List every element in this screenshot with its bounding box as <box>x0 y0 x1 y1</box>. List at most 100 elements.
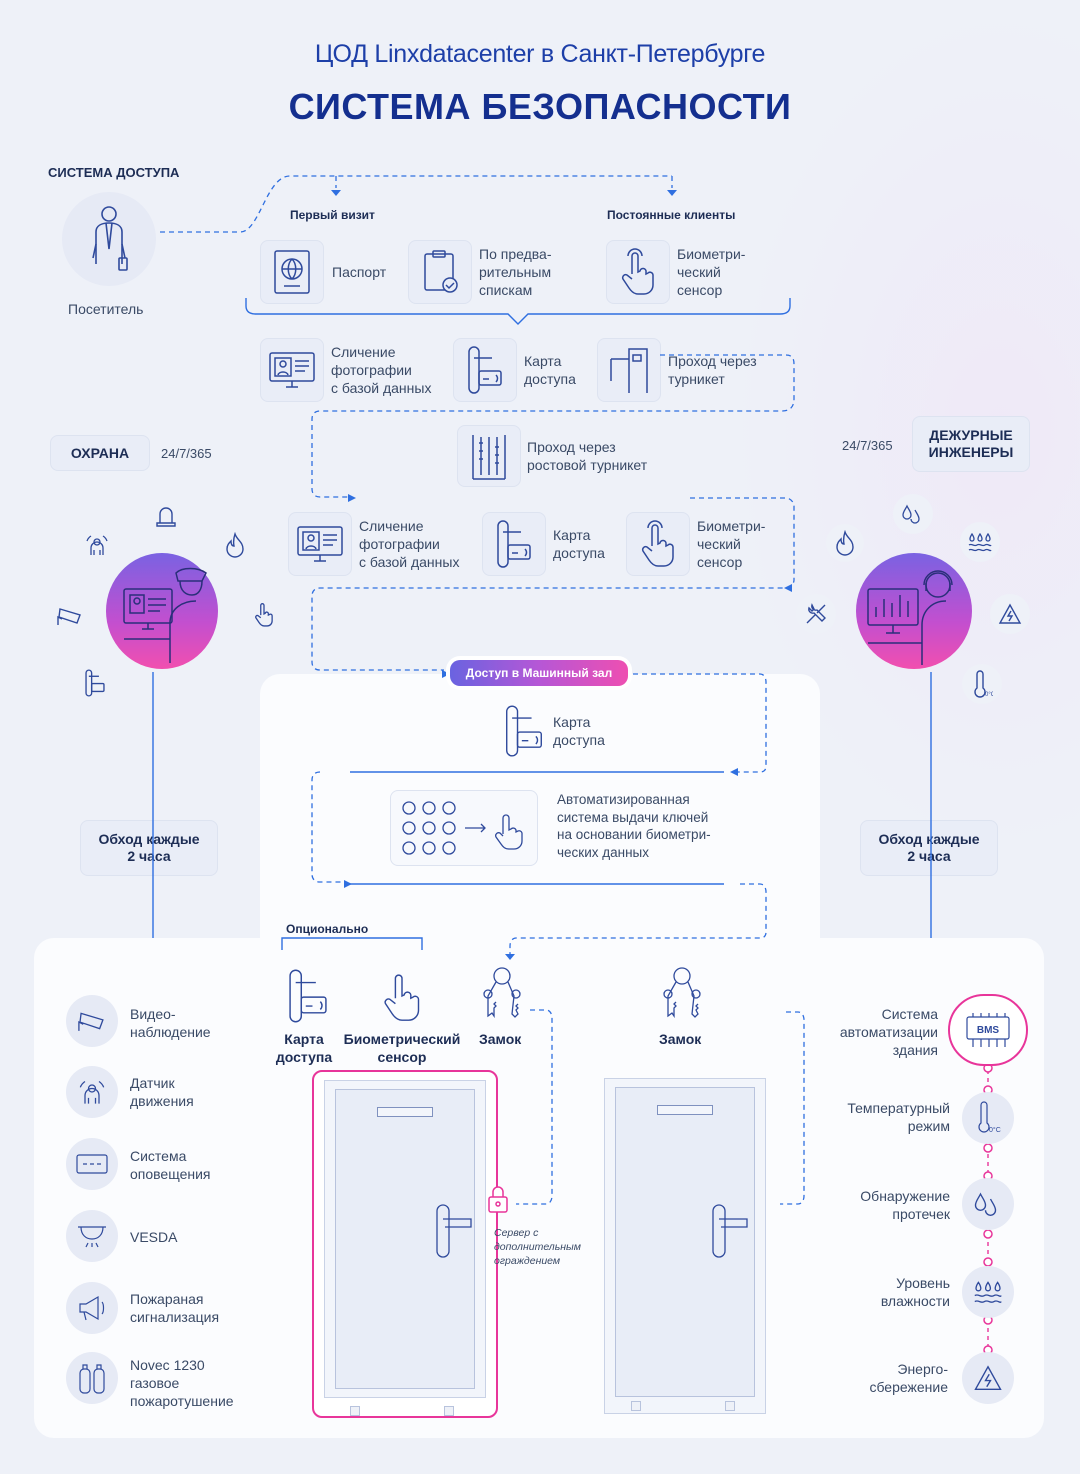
siren-icon <box>156 507 176 527</box>
key-system-box <box>390 790 538 866</box>
first-visit-label: Первый визит <box>290 208 375 222</box>
thermometer-icon: 0°C <box>978 1101 1001 1134</box>
security-card <box>76 664 114 702</box>
humidity-icon <box>968 532 992 552</box>
biometric-2-box <box>626 512 690 576</box>
passport-box <box>260 240 324 304</box>
visitor-label: Посетитель <box>68 301 144 317</box>
card-reader-icon <box>85 669 105 697</box>
engineer-tools <box>796 594 836 634</box>
finger-touch-icon <box>641 520 674 567</box>
engineer-temperature: 0°C <box>962 664 1002 704</box>
passport-label: Паспорт <box>332 264 387 280</box>
visitor-avatar <box>62 192 156 286</box>
gas-circle <box>66 1352 118 1404</box>
server-rack <box>604 1078 766 1414</box>
bms-icon: BMS <box>966 1013 1010 1047</box>
camera-icon <box>78 1012 104 1031</box>
motion-sensor-icon <box>79 1080 105 1104</box>
security-motion <box>78 526 116 564</box>
page-title: СИСТЕМА БЕЗОПАСНОСТИ <box>288 86 792 127</box>
machine-room-pill: Доступ в Машинный зал <box>450 660 628 686</box>
engineer-leak <box>893 494 933 534</box>
monitor-photo-icon <box>297 526 343 562</box>
door-handle-icon <box>436 1204 472 1258</box>
vesda-circle <box>66 1210 118 1262</box>
card-reader-icon <box>497 520 531 568</box>
tall-turnstile-icon <box>472 435 506 480</box>
tools-icon <box>806 603 826 624</box>
security-guard-avatar <box>106 553 218 669</box>
padlock-icon <box>488 1186 508 1213</box>
bottom-panel <box>34 938 1044 1438</box>
engineer-humidity <box>960 522 1000 562</box>
rack-vent <box>377 1107 433 1117</box>
security-tag: ОХРАНА <box>50 435 150 471</box>
security-fire <box>216 526 254 564</box>
leak-icon <box>902 504 920 524</box>
gas-cylinder-icon <box>79 1364 105 1394</box>
thermometer-icon: 0°C <box>974 670 993 698</box>
svg-text:0°C: 0°C <box>989 1126 1001 1134</box>
optional-label: Опционально <box>286 922 369 936</box>
motion-sensor-icon <box>86 535 108 555</box>
lock1-keys-icon <box>480 966 524 1027</box>
access-card-2-box <box>482 512 546 576</box>
engineer-fire <box>826 524 864 562</box>
engineer-avatar <box>856 553 972 669</box>
guard-monitor-icon <box>123 567 207 663</box>
regular-clients-label: Постоянные клиенты <box>607 208 736 222</box>
keypad-icon <box>402 801 523 855</box>
left-item-3-label: VESDA <box>130 1229 178 1245</box>
page-subtitle: ЦОД Linxdatacenter в Санкт-Петербурге <box>314 40 766 68</box>
camera-icon <box>57 608 81 625</box>
opt-bio-icon <box>380 968 424 1029</box>
engineer-energy <box>990 594 1030 634</box>
humidity-circle <box>962 1266 1014 1318</box>
energy-icon <box>974 1365 1002 1390</box>
server-rack-secured <box>312 1070 498 1418</box>
prelist-box <box>408 240 472 304</box>
vesda-icon <box>78 1226 106 1248</box>
opt-card-icon <box>282 968 334 1029</box>
right-item-4-label: Энерго-сбережение <box>869 1361 948 1395</box>
flame-icon <box>836 530 854 556</box>
rack-vent <box>657 1105 713 1115</box>
fire-alarm-circle <box>66 1282 118 1334</box>
turnstile-icon <box>610 348 648 393</box>
svg-text:0°C: 0°C <box>985 692 993 698</box>
rack-door <box>324 1080 486 1398</box>
alert-circle <box>66 1138 118 1190</box>
monitor-photo-icon <box>269 352 315 388</box>
leak-icon <box>974 1192 997 1216</box>
card-reader-icon <box>468 346 502 394</box>
clipboard-check-icon <box>424 250 458 293</box>
svg-text:BMS: BMS <box>977 1025 1000 1036</box>
energy-circle <box>962 1352 1014 1404</box>
security-siren <box>148 498 184 534</box>
lock2-label: Замок <box>659 1031 702 1047</box>
motion-circle <box>66 1066 118 1118</box>
engineer-headset-icon <box>867 570 953 665</box>
machine-room-panel <box>260 674 820 974</box>
photo-match-2-box <box>288 512 352 576</box>
camera-circle <box>66 995 118 1047</box>
finger-touch-icon <box>255 603 273 627</box>
